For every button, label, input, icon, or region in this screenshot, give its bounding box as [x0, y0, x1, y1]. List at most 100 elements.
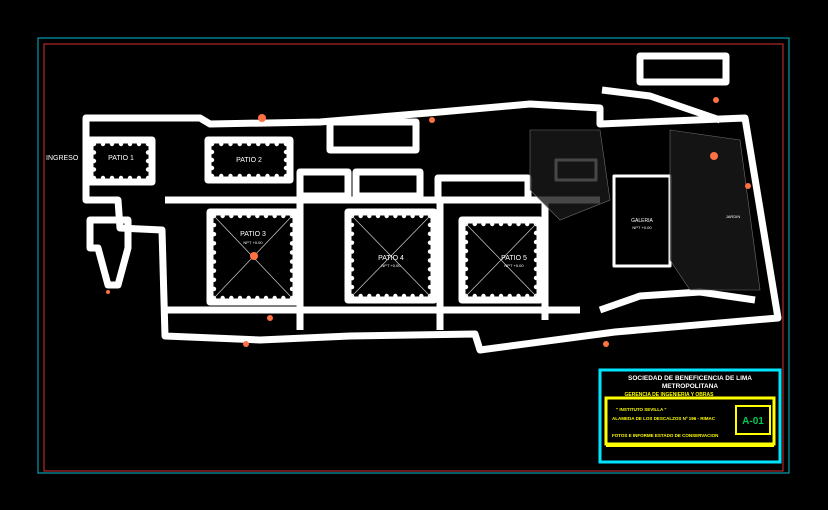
title-block-header-2: METROPOLITANA — [662, 383, 719, 390]
column-dot — [91, 150, 97, 155]
column-dot — [384, 213, 389, 219]
column-dot — [507, 221, 512, 227]
column-dot — [211, 268, 217, 273]
column-dot — [209, 165, 215, 171]
column-dot — [427, 240, 433, 245]
title-block-sheet-title: FOTOS E INFORME ESTADO DE CONSERVACION — [612, 433, 718, 438]
column-dot — [211, 232, 217, 237]
label-patio-3-level: NPT +0.00 — [243, 240, 263, 245]
title-block-header-3: GERENCIA DE INGENIERIA Y OBRAS — [625, 392, 715, 398]
label-ingreso: INGRESO — [46, 155, 79, 162]
label-patio-5-level: NPT +0.00 — [504, 263, 524, 268]
column-dot — [255, 295, 260, 301]
column-dot — [263, 213, 269, 219]
column-dot — [427, 249, 433, 254]
column-dot — [246, 295, 251, 301]
column-dot — [481, 293, 486, 299]
column-dot — [289, 232, 295, 237]
column-dot — [525, 293, 530, 299]
title-block-yellow-panel — [604, 396, 776, 446]
column-dot — [237, 141, 242, 147]
column-dot — [109, 141, 115, 147]
column-dot — [367, 213, 372, 219]
column-dot — [220, 213, 225, 219]
column-dot — [463, 230, 469, 236]
column-dot — [393, 213, 398, 219]
column-dot — [283, 149, 289, 155]
column-dot — [255, 213, 260, 219]
column-dot — [228, 141, 233, 147]
column-dot — [246, 141, 252, 147]
column-dot — [289, 222, 295, 228]
column-dot — [127, 175, 133, 181]
column-dot — [91, 167, 97, 172]
column-dot — [427, 222, 433, 228]
column-dot — [274, 173, 279, 179]
column-dot — [401, 213, 407, 219]
column-dot — [463, 266, 469, 272]
column-dot — [246, 213, 251, 219]
column-dot — [419, 213, 424, 219]
column-dot — [211, 277, 217, 282]
column-dot — [219, 141, 224, 147]
column-dot — [209, 173, 215, 179]
column-dot — [463, 248, 469, 254]
column-dot — [272, 213, 277, 219]
column-dot — [533, 266, 539, 272]
column-dot — [358, 293, 363, 299]
label-patio-4: PATIO 4 — [378, 255, 404, 262]
label-galeria: GALERIA — [631, 218, 653, 224]
column-dot — [498, 221, 504, 227]
column-dot — [349, 284, 355, 290]
column-dot — [533, 239, 539, 245]
column-dot — [91, 141, 97, 147]
column-dot — [272, 295, 277, 301]
column-dot — [533, 230, 539, 236]
column-dot — [265, 173, 270, 179]
column-dot — [410, 293, 415, 299]
column-dot — [145, 150, 151, 155]
column-dot — [283, 157, 289, 163]
column-dot — [490, 221, 495, 227]
column-dot — [109, 175, 115, 181]
column-dot — [349, 258, 355, 263]
column-dot — [209, 141, 215, 147]
column-dot — [481, 221, 486, 227]
column-dot — [427, 258, 433, 263]
column-dot — [525, 221, 530, 227]
column-dot — [410, 213, 415, 219]
column-dot — [100, 175, 106, 181]
column-dot — [289, 259, 295, 264]
title-block-project-name: " INSTITUTO SEVILLA " — [616, 407, 667, 412]
column-dot — [427, 231, 433, 236]
door-accent-markers — [106, 97, 751, 347]
column-dot — [281, 295, 286, 301]
column-dot — [136, 141, 142, 147]
column-dot — [463, 239, 469, 245]
column-dot — [263, 295, 269, 301]
label-patio-2: PATIO 2 — [236, 157, 262, 164]
column-dot — [91, 158, 97, 164]
column-dot — [533, 275, 539, 281]
column-dot — [289, 286, 295, 292]
column-dot — [349, 267, 355, 272]
column-dot — [490, 293, 495, 299]
column-dot — [349, 240, 355, 245]
column-dot — [228, 173, 233, 179]
column-dot — [256, 141, 261, 147]
column-dot — [274, 141, 279, 147]
label-jardin: JARDIN — [726, 214, 741, 219]
column-dot — [463, 257, 469, 263]
column-dot — [349, 276, 355, 281]
column-dot — [211, 241, 217, 246]
patio-columns — [91, 141, 539, 301]
column-dot — [246, 173, 252, 179]
column-dot — [281, 213, 286, 219]
column-dot — [498, 293, 504, 299]
label-galeria-level: NPT +0.00 — [632, 225, 652, 230]
title-block-sheet-box — [735, 405, 771, 435]
column-dot — [375, 213, 381, 219]
column-dot — [118, 175, 124, 181]
column-dot — [533, 248, 539, 254]
